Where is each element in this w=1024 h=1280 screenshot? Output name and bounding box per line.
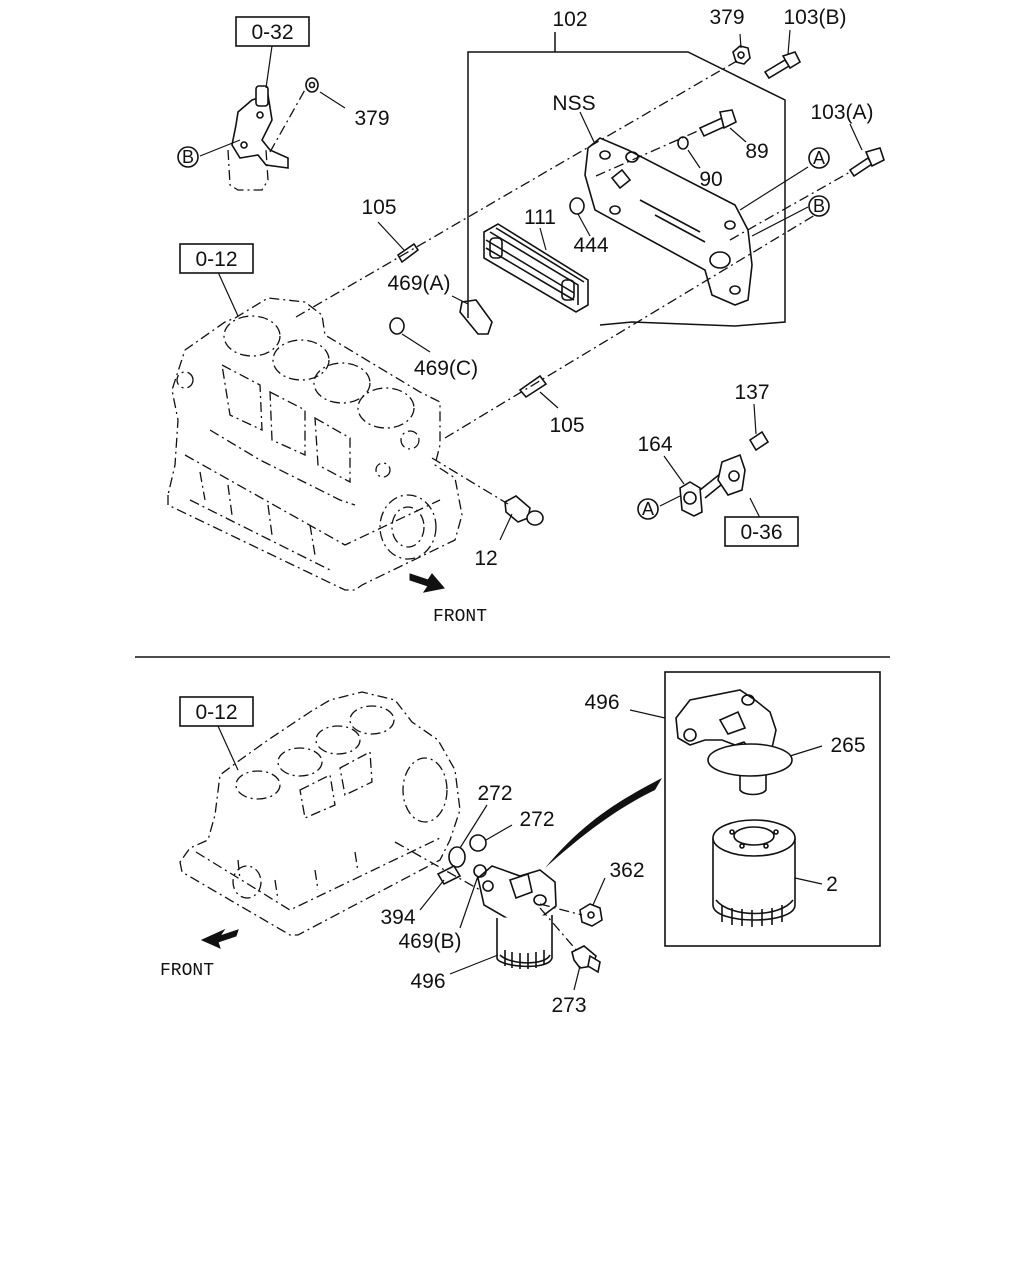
front-arrow-bottom: [200, 928, 239, 949]
ref-box-0-36: 0-36: [724, 516, 799, 547]
washer-90: [677, 136, 689, 150]
ref-0-36: 0-36: [740, 521, 782, 544]
thermostat-housing: [227, 85, 289, 191]
callout-a-bottom: A: [637, 498, 659, 520]
ref-0-12-top: 0-12: [195, 248, 237, 271]
label-105-bottom: 105: [549, 414, 584, 437]
label-103b: 103(B): [783, 6, 846, 29]
callout-b-right: B: [808, 195, 830, 217]
label-362: 362: [609, 859, 644, 882]
label-394: 394: [380, 906, 415, 929]
callout-b-left: B: [177, 146, 199, 168]
label-469b: 469(B): [398, 930, 461, 953]
ref-box-0-12-bottom: 0-12: [179, 696, 254, 727]
label-444: 444: [573, 234, 608, 257]
callout-a-top: A: [808, 147, 830, 169]
o-ring-469a: [459, 299, 493, 335]
bolt-89: [698, 109, 737, 138]
ref-box-0-32: 0-32: [235, 16, 310, 47]
label-89: 89: [745, 140, 768, 163]
label-469a: 469(A): [387, 272, 450, 295]
oil-cooler-element: [483, 223, 589, 313]
bolt-273: [571, 945, 601, 974]
label-164: 164: [637, 433, 672, 456]
front-label-top: FRONT: [433, 607, 487, 627]
detail-pointer: [545, 778, 662, 868]
label-379-top: 379: [709, 6, 744, 29]
oil-cooler-assembly-frame: [467, 32, 786, 327]
label-105-top: 105: [361, 196, 396, 219]
label-496-top: 496: [584, 691, 619, 714]
bottom-leader-lines: [394, 841, 583, 953]
svg-text:B: B: [182, 147, 194, 167]
ref-0-12-bottom: 0-12: [195, 701, 237, 724]
o-ring-272-b: [469, 834, 487, 852]
ref-0-32: 0-32: [251, 21, 293, 44]
svg-text:A: A: [642, 499, 654, 519]
front-arrow-top: [409, 573, 445, 593]
assembly-leader-lines: [269, 57, 851, 505]
front-label-bottom: FRONT: [160, 961, 214, 981]
label-469c: 469(C): [414, 357, 478, 380]
label-90: 90: [699, 168, 722, 191]
label-265: 265: [830, 734, 865, 757]
label-103a: 103(A): [810, 101, 873, 124]
oil-pipe-assembly: [679, 430, 770, 517]
label-496-bottom: 496: [410, 970, 445, 993]
stud-394: [436, 864, 462, 886]
ref-box-0-12-top: 0-12: [179, 243, 254, 274]
label-137: 137: [734, 381, 769, 404]
nut-379-left: [305, 77, 319, 93]
bolt-103b: [763, 51, 802, 80]
relief-valve-12: [504, 495, 544, 526]
svg-text:B: B: [813, 196, 825, 216]
label-2: 2: [826, 873, 838, 896]
label-272-a: 272: [477, 782, 512, 805]
filter-detail-box: [664, 671, 881, 947]
stud-105-bottom: [518, 374, 548, 399]
label-379-left: 379: [354, 107, 389, 130]
bolt-103a: [848, 147, 885, 178]
label-leaders-bottom: [217, 709, 823, 991]
o-ring-469c: [389, 317, 405, 335]
oil-filter-assembly: [477, 865, 557, 969]
label-leaders-top: [199, 29, 863, 541]
o-ring-444: [569, 197, 585, 215]
label-273: 273: [551, 994, 586, 1017]
label-102: 102: [552, 8, 587, 31]
engine-block-top: [167, 297, 463, 591]
label-12: 12: [474, 547, 497, 570]
o-ring-272-a: [448, 846, 466, 868]
label-111: 111: [524, 206, 556, 229]
label-nss: NSS: [552, 92, 595, 115]
o-ring-469b: [473, 864, 487, 878]
label-272-b: 272: [519, 808, 554, 831]
engine-block-bottom: [179, 691, 461, 936]
oil-cooler-cover: [584, 137, 753, 306]
svg-text:A: A: [813, 148, 825, 168]
nut-362: [579, 903, 603, 927]
